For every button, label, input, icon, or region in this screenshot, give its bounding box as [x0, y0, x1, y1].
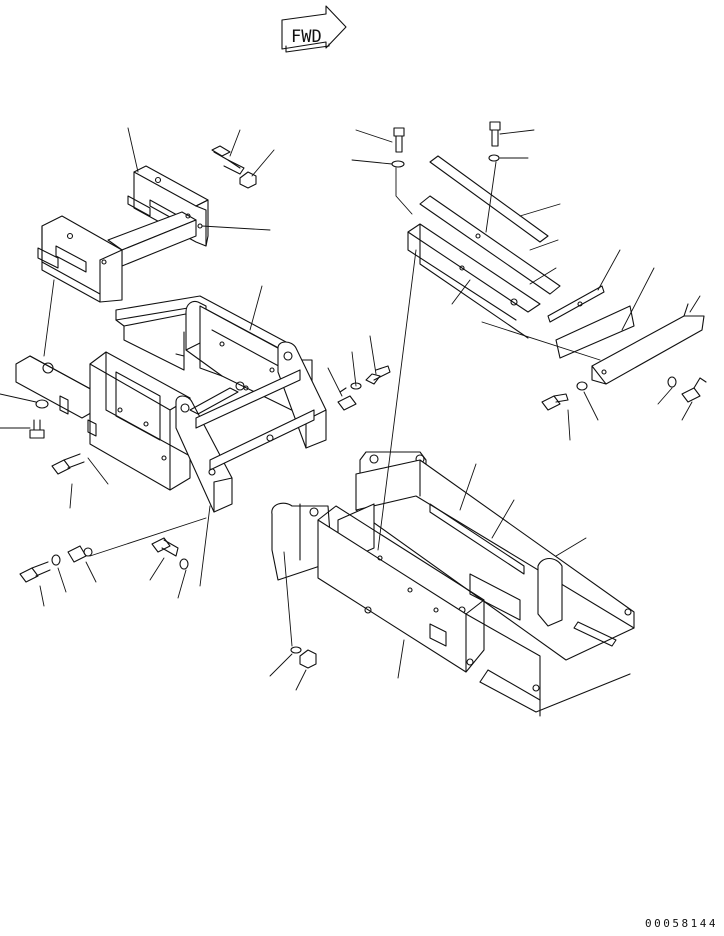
bolt-icon — [52, 454, 84, 474]
washer-icon — [489, 155, 499, 161]
fwd-arrow-icon: FWD — [282, 6, 346, 52]
bolt-icon — [20, 562, 50, 582]
main-frame-mid-part — [338, 452, 634, 660]
bolt-icon — [542, 394, 568, 410]
right-bracket-part — [548, 286, 704, 384]
washer-icon — [392, 161, 404, 167]
washer-icon — [291, 647, 301, 653]
front-frame-part — [38, 166, 208, 302]
upper-bracket-part — [408, 156, 560, 338]
bolt-icon — [682, 378, 706, 402]
main-frame-center-part — [116, 296, 326, 512]
main-frame-rear-part — [16, 352, 190, 490]
bolt-icon — [394, 128, 404, 152]
washer-icon — [180, 559, 188, 569]
bolt-icon — [366, 366, 390, 384]
nut-icon — [300, 650, 316, 668]
leader-lines — [0, 128, 700, 690]
bolt-icon — [30, 420, 44, 438]
main-frame-front-part — [272, 503, 630, 716]
washer-icon — [577, 382, 587, 390]
document-number: 00058144 — [645, 917, 718, 930]
fwd-label: FWD — [291, 27, 322, 47]
bolt-icon — [338, 388, 356, 410]
washer-icon — [36, 400, 48, 408]
bolt-icon — [68, 546, 92, 562]
bolt-icon — [212, 146, 244, 174]
bolt-icon — [152, 538, 178, 556]
washer-icon — [52, 555, 60, 565]
washer-icon — [668, 377, 676, 387]
bolt-icon — [490, 122, 500, 146]
